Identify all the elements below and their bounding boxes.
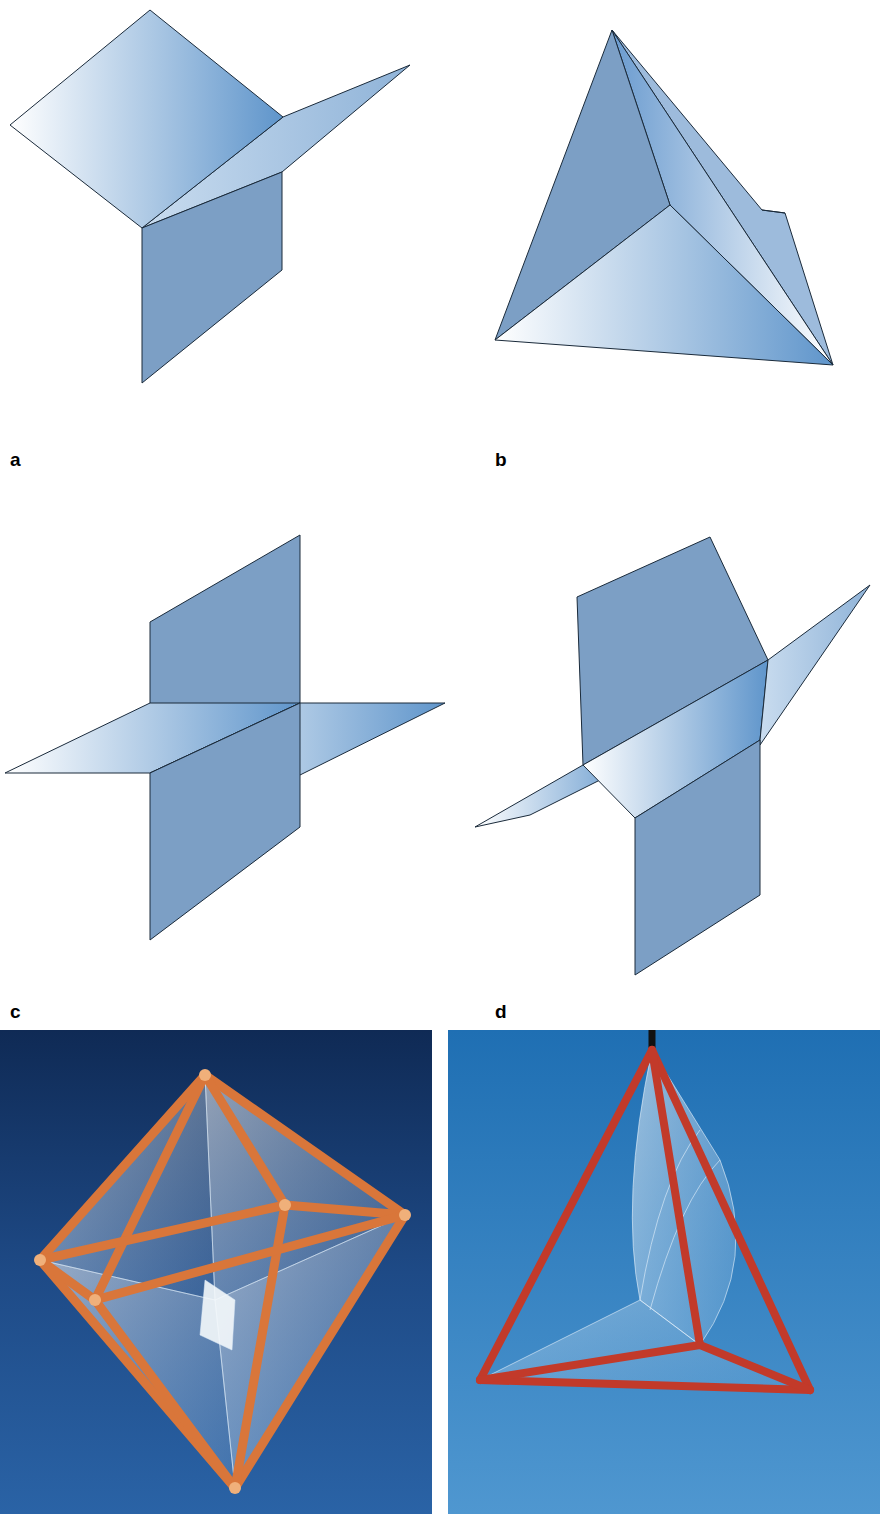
- octahedron-photo: [0, 1030, 432, 1514]
- panel-letter: b: [495, 450, 507, 469]
- panel-letter: a: [10, 450, 21, 469]
- panel-d-drawing: [475, 537, 870, 975]
- tetrahedron-photo: [448, 1030, 880, 1514]
- panel-b-drawing: [495, 30, 833, 365]
- panel-letter: c: [10, 1002, 21, 1021]
- panel-c-drawing: [5, 535, 445, 940]
- panel-letter: d: [495, 1002, 507, 1021]
- panel-a-drawing: [10, 10, 410, 383]
